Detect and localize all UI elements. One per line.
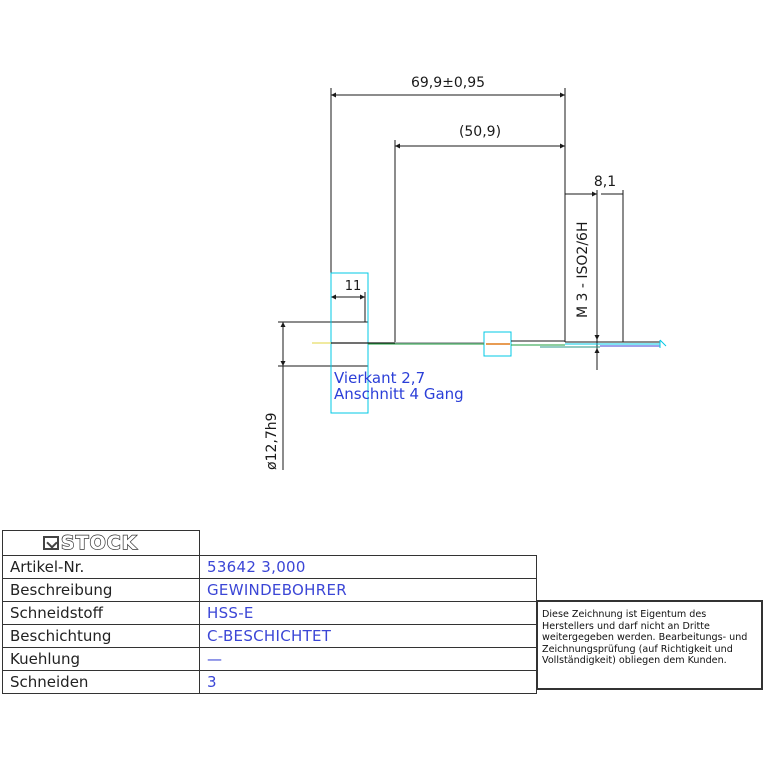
row-value: C-BESCHICHTET xyxy=(199,624,537,648)
thread-length-label: 8,1 xyxy=(594,174,616,190)
table-row: Schneidstoff HSS-E xyxy=(2,601,537,625)
square-note: Vierkant 2,7 xyxy=(334,369,425,387)
row-label: Schneiden xyxy=(2,670,200,694)
table-row: Beschichtung C-BESCHICHTET xyxy=(2,624,537,648)
ownership-disclaimer: Diese Zeichnung ist Eigentum des Herstel… xyxy=(536,600,763,690)
logo-row: STOCK xyxy=(2,530,537,556)
row-value: 3 xyxy=(199,670,537,694)
logo-text: STOCK xyxy=(60,531,138,554)
company-logo: STOCK xyxy=(3,531,199,555)
table-row: Beschreibung GEWINDEBOHRER xyxy=(2,578,537,602)
title-block-table: STOCK Artikel-Nr. 53642 3,000 Beschreibu… xyxy=(2,530,537,694)
square-length-label: 11 xyxy=(345,279,362,294)
table-row: Schneiden 3 xyxy=(2,670,537,694)
row-label: Beschreibung xyxy=(2,578,200,602)
row-label: Beschichtung xyxy=(2,624,200,648)
tool-body xyxy=(312,339,667,348)
title-block: STOCK Artikel-Nr. 53642 3,000 Beschreibu… xyxy=(2,530,537,694)
dimension-lines xyxy=(280,92,623,470)
row-label: Schneidstoff xyxy=(2,601,200,625)
logo-cell: STOCK xyxy=(2,530,200,556)
row-label: Artikel-Nr. xyxy=(2,555,200,579)
extension-lines xyxy=(278,88,624,370)
logo-blank-cell xyxy=(199,530,537,556)
table-row: Kuehlung — xyxy=(2,647,537,671)
shank-length-label: (50,9) xyxy=(459,124,501,140)
logo-mark-icon xyxy=(43,536,59,550)
row-value: GEWINDEBOHRER xyxy=(199,578,537,602)
overall-length-label: 69,9±0,95 xyxy=(411,75,485,91)
row-value: — xyxy=(199,647,537,671)
table-row: Artikel-Nr. 53642 3,000 xyxy=(2,555,537,579)
row-value: 53642 3,000 xyxy=(199,555,537,579)
thread-spec-label: M 3 - ISO2/6H xyxy=(575,222,591,318)
row-value: HSS-E xyxy=(199,601,537,625)
diameter-label: ø12,7h9 xyxy=(264,412,280,470)
chamfer-note: Anschnitt 4 Gang xyxy=(334,385,464,403)
row-label: Kuehlung xyxy=(2,647,200,671)
